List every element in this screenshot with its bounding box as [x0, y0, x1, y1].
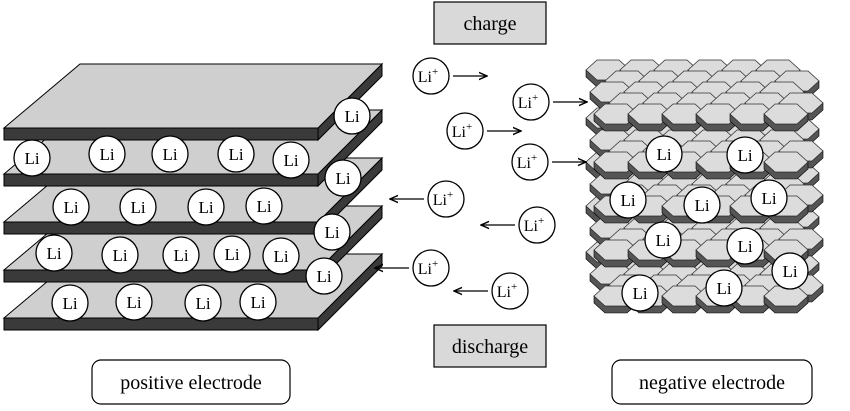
li-atom-label: Li — [344, 107, 359, 126]
li-atom: Li — [333, 97, 371, 135]
li-atom-label: Li — [130, 198, 145, 217]
li-atom-label: Li — [224, 245, 239, 264]
li-atom-label: Li — [173, 246, 188, 265]
discharge-label: discharge — [452, 336, 528, 358]
li-ion: Li+ — [375, 249, 450, 287]
li-atom: Li — [52, 188, 90, 226]
li-atom: Li — [51, 284, 89, 322]
li-atom: Li — [245, 187, 283, 225]
li-atom: Li — [151, 135, 189, 173]
li-atom: Li — [609, 181, 647, 219]
li-atom: Li — [750, 179, 788, 217]
li-atom: Li — [272, 141, 310, 179]
li-ion: Li+ — [412, 57, 487, 95]
li-atom-label: Li — [112, 246, 127, 265]
li-atom-label: Li — [324, 223, 339, 242]
positive-electrode-caption-box: positive electrode — [91, 359, 291, 405]
li-atom: Li — [771, 252, 809, 290]
lithium-ions: Li+Li+Li+Li+Li+Li+Li+Li+ — [375, 57, 587, 310]
li-atom: Li — [645, 135, 683, 173]
li-atom-label: Li — [761, 189, 776, 208]
charge-label-box: charge — [433, 1, 547, 45]
li-atom: Li — [187, 188, 225, 226]
li-atom-label: Li — [63, 198, 78, 217]
li-atom-label: Li — [620, 191, 635, 210]
li-atom: Li — [683, 186, 721, 224]
li-atom-label: Li — [228, 145, 243, 164]
li-atom-label: Li — [655, 231, 670, 250]
li-atom-label: Li — [162, 145, 177, 164]
li-ion: Li+ — [481, 206, 556, 244]
li-atom-label: Li — [273, 247, 288, 266]
li-atom: Li — [184, 284, 222, 322]
li-atom: Li — [213, 235, 251, 273]
li-atom: Li — [324, 159, 362, 197]
li-atom-label: Li — [782, 262, 797, 281]
li-atom-label: Li — [335, 169, 350, 188]
li-atom-label: Li — [250, 293, 265, 312]
li-atom-label: Li — [737, 237, 752, 256]
discharge-label-box: discharge — [433, 324, 547, 368]
li-atom-label: Li — [46, 244, 61, 263]
li-atom: Li — [162, 236, 200, 274]
li-atom-label: Li — [694, 196, 709, 215]
electrode-plate — [2, 62, 384, 142]
li-atom-label: Li — [737, 146, 752, 165]
li-atom: Li — [726, 227, 764, 265]
li-atom: Li — [726, 136, 764, 174]
li-ion: Li+ — [390, 180, 465, 218]
li-atom-label: Li — [256, 197, 271, 216]
li-atom: Li — [313, 213, 351, 251]
li-ion: Li+ — [511, 143, 586, 181]
positive-electrode-label: positive electrode — [120, 372, 262, 394]
charge-label: charge — [464, 13, 517, 35]
li-atom: Li — [239, 283, 277, 321]
li-atom-label: Li — [283, 151, 298, 170]
li-atom: Li — [101, 236, 139, 274]
li-atom-label: Li — [316, 267, 331, 286]
li-ion: Li+ — [454, 272, 529, 310]
li-atom-label: Li — [195, 294, 210, 313]
li-atom: Li — [217, 135, 255, 173]
li-atom-label: Li — [62, 294, 77, 313]
li-ion: Li+ — [512, 83, 587, 121]
li-atom-label: Li — [656, 145, 671, 164]
negative-electrode-label: negative electrode — [639, 372, 785, 394]
li-atom: Li — [119, 188, 157, 226]
li-atom-label: Li — [198, 198, 213, 217]
li-atom-label: Li — [99, 145, 114, 164]
li-atom: Li — [35, 234, 73, 272]
li-atom: Li — [705, 269, 743, 307]
li-atom-label: Li — [126, 293, 141, 312]
li-atom-label: Li — [632, 284, 647, 303]
li-atom: Li — [621, 274, 659, 312]
li-atom: Li — [88, 135, 126, 173]
li-atom: Li — [262, 237, 300, 275]
li-atom: Li — [13, 139, 51, 177]
li-atom: Li — [644, 221, 682, 259]
li-atom-label: Li — [24, 149, 39, 168]
li-atom: Li — [305, 257, 343, 295]
li-atom-label: Li — [716, 279, 731, 298]
graphite-layer — [585, 59, 824, 132]
negative-electrode-caption-box: negative electrode — [611, 359, 813, 405]
li-atom: Li — [115, 283, 153, 321]
li-ion: Li+ — [446, 112, 521, 150]
